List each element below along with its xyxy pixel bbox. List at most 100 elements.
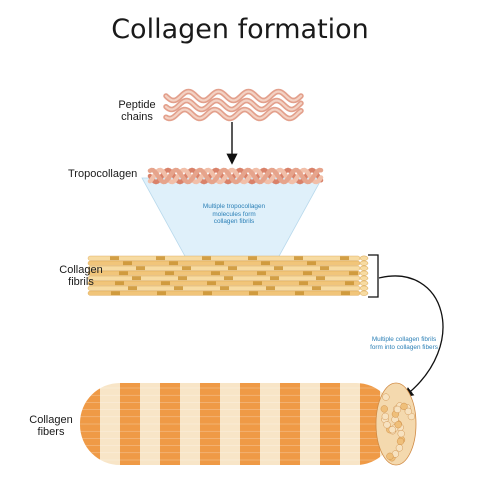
peptide-chain-inner-1 — [164, 90, 303, 102]
fibril-band — [178, 276, 187, 281]
fibril-rod-end-5 — [359, 275, 369, 281]
fiber-stripe — [180, 383, 200, 465]
fiber-end-fibril — [383, 421, 391, 429]
fiber-stripe — [300, 383, 320, 465]
fibril-rod-end-3 — [359, 265, 369, 271]
fibrils-note-line1: Multiple collagen fibrils — [371, 336, 437, 343]
fibril-band — [207, 281, 216, 286]
peptide-chains-label: Peptide chains — [115, 99, 159, 123]
fibril-band — [303, 271, 312, 276]
fiber-stripe — [200, 383, 220, 465]
fibril-to-fiber-arrow — [378, 275, 444, 398]
fibril-band — [248, 256, 257, 261]
fibril-band — [123, 261, 132, 266]
fiber-end-fibril — [386, 452, 394, 460]
fiber-stripe — [360, 383, 380, 465]
fiber-end-fibril — [388, 426, 396, 434]
fibril-rod-4 — [87, 270, 361, 276]
fiber-end-fibril — [397, 430, 405, 438]
fibril-band — [345, 281, 354, 286]
fiber-stripe — [280, 383, 300, 465]
fiber-end-fibril — [394, 421, 402, 429]
fibril-band — [165, 271, 174, 276]
fiber-end-fibril — [380, 405, 388, 413]
fibril-band — [299, 281, 308, 286]
fibril-band — [249, 291, 258, 296]
fiber-stripes — [80, 383, 396, 465]
fiber-stripe — [160, 383, 180, 465]
fibril-band — [202, 256, 211, 261]
fibril-band — [111, 291, 120, 296]
fibril-band — [211, 271, 220, 276]
tropo-note-line3: collagen fibrils — [213, 218, 255, 225]
peptide-label-line2: chains — [121, 111, 153, 123]
tropo-note-line1: Multiple tropocollagen — [202, 203, 266, 210]
fiber-end-fibril — [381, 412, 389, 421]
fibril-band — [169, 261, 178, 266]
fiber-end-fibril — [393, 405, 402, 414]
fibril-end-bracket — [368, 254, 379, 298]
fibril-band — [228, 266, 237, 271]
fibrils-label-line1: Collagen — [59, 264, 103, 276]
fibril-band — [215, 261, 224, 266]
fiber-stripe — [140, 383, 160, 465]
fibril-band — [266, 286, 275, 291]
tropocollagen-strand-2 — [147, 167, 324, 185]
fibril-band — [203, 291, 212, 296]
fibril-band — [128, 286, 137, 291]
peptide-chain-inner-3 — [164, 108, 303, 120]
fibril-band — [253, 281, 262, 286]
fiber-stripe — [340, 383, 360, 465]
fibril-band — [182, 266, 191, 271]
fiber-end-fibril — [400, 402, 408, 411]
fibril-rod-end-6 — [359, 280, 369, 286]
diagram-title: Collagen formation — [111, 14, 369, 45]
fibril-band — [320, 266, 329, 271]
fibril-band — [161, 281, 170, 286]
fibers-label-line2: fibers — [37, 426, 65, 438]
tropocollagen-strand-3 — [147, 167, 324, 185]
fibril-band — [341, 291, 350, 296]
tropocollagen-label: Tropocollagen — [68, 168, 138, 180]
fiber-end-fibril — [382, 393, 390, 401]
fibril-band — [274, 266, 283, 271]
collagen-fibril-bundle — [87, 255, 369, 296]
fibril-band — [110, 256, 119, 261]
fibril-band — [132, 276, 141, 281]
fibril-band — [316, 276, 325, 281]
fibril-band — [115, 281, 124, 286]
fibril-band — [312, 286, 321, 291]
fibril-rod-3 — [87, 265, 361, 271]
tropocollagen-note: Multiple tropocollagen molecules form co… — [196, 203, 272, 226]
fibril-band — [340, 256, 349, 261]
fibril-band — [295, 291, 304, 296]
fibril-band — [220, 286, 229, 291]
fiber-stripe — [100, 383, 120, 465]
peptide-chains-graphic — [163, 88, 304, 122]
tropocollagen-helix — [147, 167, 324, 185]
peptide-label-line1: Peptide — [118, 99, 156, 111]
fibrils-label-line2: fibrils — [68, 276, 94, 288]
fibril-rod-6 — [87, 280, 361, 286]
fibril-band — [349, 271, 358, 276]
peptide-chain-inner-2 — [164, 99, 303, 111]
fibril-band — [270, 276, 279, 281]
fibril-band — [136, 266, 145, 271]
fibers-label-line1: Collagen — [29, 414, 73, 426]
collagen-fibers-label: Collagen fibers — [27, 414, 75, 438]
fiber-stripe — [240, 383, 260, 465]
fiber-end-fibril — [404, 407, 412, 416]
fiber-stripe — [220, 383, 240, 465]
fibrils-note-line2: form into collagen fibers — [370, 343, 438, 351]
fibril-rod-end-1 — [359, 255, 369, 261]
fibril-band — [156, 256, 165, 261]
fiber-end-fibril — [396, 437, 405, 446]
fibril-band — [119, 271, 128, 276]
fibril-rod-end-4 — [359, 270, 369, 276]
collagen-fiber-bundle — [80, 382, 417, 466]
fibril-band — [294, 256, 303, 261]
fibril-band — [257, 271, 266, 276]
fibril-band — [174, 286, 183, 291]
